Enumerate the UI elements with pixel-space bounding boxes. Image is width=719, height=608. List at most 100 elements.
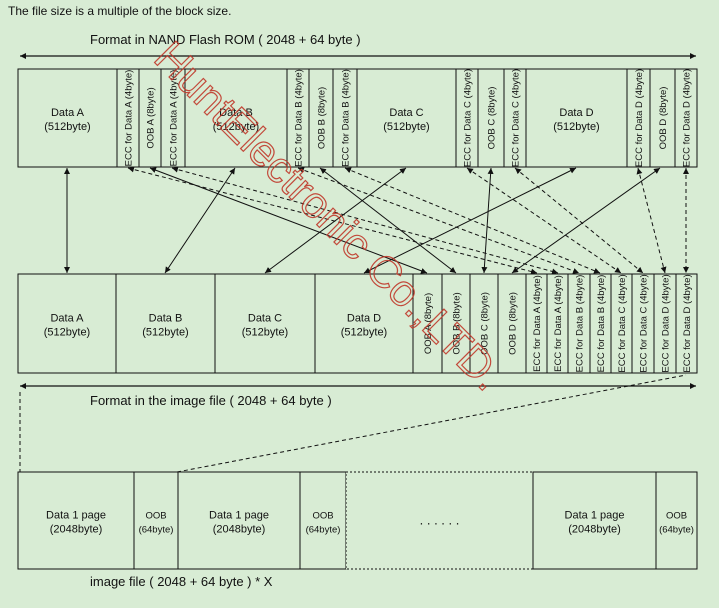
nand-cell-vertical-label: ECC for Data A (4byte) <box>124 70 135 167</box>
nand-cell-ecc-for-data-a-4byte-3: ECC for Data A (4byte) <box>160 68 186 168</box>
file-format-title: image file ( 2048 + 64 byte ) * X <box>90 574 273 589</box>
file-cell-label: Data 1 page <box>46 510 106 522</box>
image-cell-box <box>675 273 698 374</box>
nand-cell-data-d-12: Data D (512byte) <box>525 68 628 168</box>
nand-cell-box <box>674 68 698 168</box>
nand-cell-vertical-label: ECC for Data D (4byte) <box>682 69 693 167</box>
image-cell-oob-c-8byte-6: OOB C (8byte) <box>469 273 499 374</box>
nand-cell-sublabel: (512byte) <box>553 121 599 133</box>
image-cell-vertical-label: OOB A (8byte) <box>423 293 434 354</box>
image-cell-sublabel: (512byte) <box>142 327 188 339</box>
file-cell-box <box>345 471 534 570</box>
file-cell-label: Data 1 page <box>209 510 269 522</box>
image-cell-box <box>314 273 414 374</box>
image-cell-box <box>441 273 471 374</box>
image-cell-box <box>115 273 216 374</box>
image-cell-data-a-0: Data A (512byte) <box>17 273 117 374</box>
image-cell-box <box>17 273 117 374</box>
image-cell-box <box>497 273 527 374</box>
nand-cell-row: Data A(512byte)ECC for Data A (4byte)OOB… <box>17 68 698 168</box>
nand-cell-data-a-0: Data A (512byte) <box>17 68 118 168</box>
file-cell-sublabel: (64byte) <box>306 525 341 536</box>
image-cell-label: Data D <box>347 313 381 325</box>
nand-cell-ecc-for-data-d-4byte-15: ECC for Data D (4byte) <box>674 68 698 168</box>
image-cell-box <box>214 273 316 374</box>
file-cell-label: . . . . . . <box>420 513 460 528</box>
nand-cell-vertical-label: ECC for Data B (4byte) <box>294 69 305 167</box>
image-cell-vertical-label: ECC for Data B (4byte) <box>596 275 607 373</box>
image-cell-sublabel: (512byte) <box>341 327 387 339</box>
nand-cell-sublabel: (512byte) <box>44 121 90 133</box>
file-cell-sublabel: (2048byte) <box>50 524 103 536</box>
file-cell-sublabel: (64byte) <box>659 525 694 536</box>
image-cell-ecc-for-data-d-4byte-15: ECC for Data D (4byte) <box>675 273 698 374</box>
map-arrow-ecc-a2 <box>171 166 559 275</box>
file-cell-box <box>655 471 698 570</box>
nand-cell-box <box>160 68 186 168</box>
mapping-arrows <box>64 166 689 275</box>
image-cell-ecc-for-data-b-4byte-10: ECC for Data B (4byte) <box>567 273 591 374</box>
image-cell-data-c-2: Data C(512byte) <box>214 273 316 374</box>
nand-cell-vertical-label: OOB D (8byte) <box>658 87 669 150</box>
nand-cell-data-c-8: Data C (512byte) <box>356 68 457 168</box>
image-cell-label: Data A <box>50 313 84 325</box>
nand-cell-oob-c-8byte-10: OOB C (8byte) <box>477 68 505 168</box>
nand-cell-box <box>356 68 457 168</box>
header-note: The file size is a multiple of the block… <box>8 4 231 18</box>
image-cell-vertical-label: ECC for Data D (4byte) <box>682 274 693 372</box>
file-cell-oob-6: OOB (64byte) <box>655 471 698 570</box>
nand-cell-label: Data A <box>51 107 85 119</box>
image-cell-ecc-for-data-d-4byte-14: ECC for Data D (4byte) <box>653 273 677 374</box>
image-cell-ecc-for-data-a-4byte-8: ECC for Data A (4byte) <box>525 273 548 374</box>
image-cell-vertical-label: ECC for Data C (4byte) <box>617 274 628 372</box>
image-cell-vertical-label: OOB B (8byte) <box>452 292 463 354</box>
image-cell-ecc-for-data-b-4byte-11: ECC for Data B (4byte) <box>589 273 612 374</box>
nand-format-title: Format in NAND Flash ROM ( 2048 + 64 byt… <box>90 32 361 47</box>
file-cell-ellipsis-4: . . . . . . <box>345 471 534 570</box>
nand-cell-oob-b-8byte-6: OOB B (8byte) <box>308 68 334 168</box>
file-cell-label: OOB <box>666 511 687 522</box>
image-cell-vertical-label: ECC for Data C (4byte) <box>639 274 650 372</box>
nand-cell-ecc-for-data-d-4byte-13: ECC for Data D (4byte) <box>626 68 651 168</box>
image-cell-data-d-3: Data D (512byte) <box>314 273 414 374</box>
file-cell-box <box>17 471 135 570</box>
nand-cell-label: Data D <box>559 107 593 119</box>
nand-cell-ecc-for-data-a-4byte-1: ECC for Data A (4byte) <box>116 68 140 168</box>
file-cell-data-1-page-2: Data 1 page (2048byte) <box>177 471 301 570</box>
nand-cell-ecc-for-data-c-4byte-11: ECC for Data C (4byte) <box>503 68 527 168</box>
nand-cell-label: Data B <box>219 107 253 119</box>
image-cell-oob-b-8byte-5: OOB B (8byte) <box>441 273 471 374</box>
file-cell-sublabel: (2048byte) <box>568 524 621 536</box>
image-cell-ecc-for-data-c-4byte-12: ECC for Data C (4byte) <box>610 273 633 374</box>
image-format-title: Format in the image file ( 2048 + 64 byt… <box>90 393 332 408</box>
file-cell-label: OOB <box>145 511 166 522</box>
file-cell-oob-1: OOB(64byte) <box>133 471 179 570</box>
file-cell-box <box>133 471 179 570</box>
nand-cell-label: Data C <box>389 107 423 119</box>
image-cell-vertical-label: OOB C (8byte) <box>480 292 491 355</box>
image-cell-data-b-1: Data B(512byte) <box>115 273 216 374</box>
nand-cell-box <box>184 68 288 168</box>
image-cell-vertical-label: OOB D (8byte) <box>508 292 519 355</box>
nand-cell-vertical-label: OOB C (8byte) <box>487 87 498 150</box>
map-arrow-ecc-b2 <box>344 167 601 274</box>
nand-cell-vertical-label: ECC for Data D (4byte) <box>634 69 645 167</box>
image-cell-sublabel: (512byte) <box>44 327 90 339</box>
image-cell-oob-d-8byte-7: OOB D (8byte) <box>497 273 527 374</box>
image-cell-ecc-for-data-a-4byte-9: ECC for Data A (4byte) <box>546 273 569 374</box>
file-cell-sublabel: (2048byte) <box>213 524 266 536</box>
nand-cell-box <box>525 68 628 168</box>
nand-cell-oob-a-8byte-2: OOB A (8byte) <box>138 68 162 168</box>
image-cell-sublabel: (512byte) <box>242 327 288 339</box>
expansion-line-right <box>176 374 687 473</box>
nand-cell-oob-d-8byte-14: OOB D (8byte) <box>649 68 676 168</box>
nand-cell-vertical-label: ECC for Data A (4byte) <box>169 70 180 167</box>
nand-cell-sublabel: (512byte) <box>383 121 429 133</box>
file-cell-label: Data 1 page <box>565 510 625 522</box>
image-cell-row: Data A(512byte)Data B(512byte)Data C(512… <box>17 273 698 374</box>
file-cell-box <box>299 471 347 570</box>
nand-cell-ecc-for-data-c-4byte-9: ECC for Data C (4byte) <box>455 68 479 168</box>
nand-cell-ecc-for-data-b-4byte-7: ECC for Data B (4byte) <box>332 68 358 168</box>
image-cell-vertical-label: ECC for Data B (4byte) <box>575 275 586 373</box>
